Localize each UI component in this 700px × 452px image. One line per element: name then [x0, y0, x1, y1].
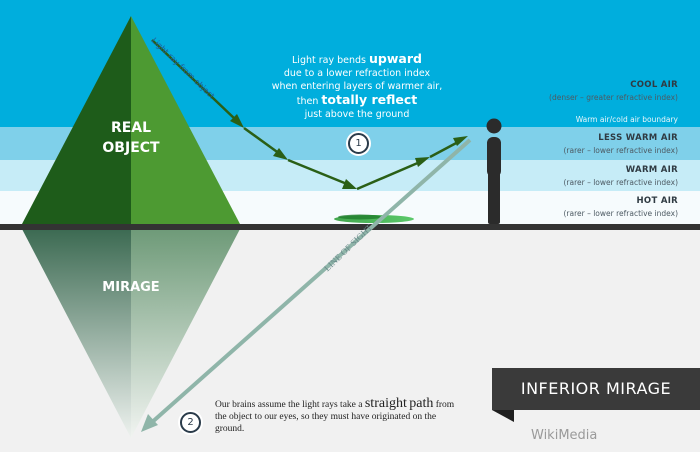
- layer-desc-warm-air: (rarer – lower refractive index): [563, 178, 678, 187]
- bend-emphasis-total-reflect: totally reflect: [321, 92, 418, 107]
- ray-segment-3: [287, 158, 348, 186]
- marker-2: 2: [180, 412, 201, 433]
- layer-desc-hot-air: (rarer – lower refractive index): [563, 209, 678, 218]
- brain-part-1: Our brains assume the light rays take a: [215, 400, 365, 410]
- line-of-sight-arrowhead: [141, 414, 158, 432]
- bend-emphasis-upward: upward: [369, 51, 422, 66]
- ray-segment-2: [243, 126, 281, 156]
- boundary-label: Warm air/cold air boundary: [575, 115, 678, 124]
- ray-segment-5: [429, 139, 461, 159]
- bend-line-1: Light ray bends upward: [262, 52, 452, 67]
- brain-emphasis-must: must: [330, 412, 350, 422]
- ray-arrow-2: [273, 148, 288, 160]
- layer-name-hot-air: HOT AIR: [636, 196, 678, 206]
- bend-line-1a: Light ray bends: [292, 55, 370, 66]
- observer-legs: [488, 172, 500, 224]
- layer-name-warm-air: WARM AIR: [625, 165, 678, 175]
- credit-label: WikiMedia: [531, 428, 598, 443]
- marker-1: 1: [348, 133, 369, 154]
- bend-line-2: due to a lower refraction index: [283, 68, 431, 79]
- title-banner: INFERIOR MIRAGE: [492, 368, 700, 410]
- mirage-label: MIRAGE: [102, 280, 160, 295]
- ray-arrow-1: [230, 114, 244, 128]
- mirage-pyramid-right: [131, 229, 240, 438]
- ray-arrow-4: [415, 157, 430, 167]
- observer-head: [486, 118, 502, 134]
- bend-line-5: just above the ground: [304, 109, 410, 120]
- layer-desc-less-warm-air: (rarer – lower refractive index): [563, 146, 678, 155]
- layer-name-cool-air: COOL AIR: [630, 80, 678, 90]
- mirage-pyramid-left: [22, 229, 131, 438]
- brain-emphasis-straight: straight: [364, 396, 407, 411]
- observer-figure: [486, 118, 502, 224]
- observer-body: [487, 137, 501, 177]
- ray-arrow-3: [342, 179, 357, 189]
- layer-name-less-warm-air: LESS WARM AIR: [598, 133, 678, 143]
- brain-part-3: have originated on the ground.: [215, 412, 437, 434]
- bend-line-4a: then: [296, 96, 322, 107]
- brain-explanation: Our brains assume the light rays take a …: [215, 396, 465, 435]
- bend-line-4: then totally reflect: [262, 93, 452, 108]
- ground-mirage-patch-shade: [338, 214, 382, 220]
- bend-line-3: when entering layers of warmer air,: [271, 81, 443, 92]
- real-object-line1: REAL: [110, 120, 152, 136]
- line-of-sight: [148, 138, 472, 426]
- pyramid-dark-face: [22, 16, 131, 224]
- layer-desc-cool-air: (denser – greater refractive index): [549, 93, 678, 102]
- ray-arrow-5: [453, 136, 468, 146]
- ray-segment-4: [356, 160, 421, 191]
- title-banner-fold: [492, 410, 514, 422]
- real-object-line2: OBJECT: [102, 140, 160, 156]
- real-object-label: REAL OBJECT: [78, 118, 184, 158]
- ray-segment-1: [151, 39, 237, 121]
- bend-explanation: Light ray bends upward due to a lower re…: [262, 52, 452, 121]
- pyramid-light-face: [131, 16, 240, 224]
- brain-part-2: from the object to our eyes, so they: [215, 400, 455, 422]
- brain-emphasis-path: path: [409, 396, 434, 411]
- ground-line: [0, 224, 700, 230]
